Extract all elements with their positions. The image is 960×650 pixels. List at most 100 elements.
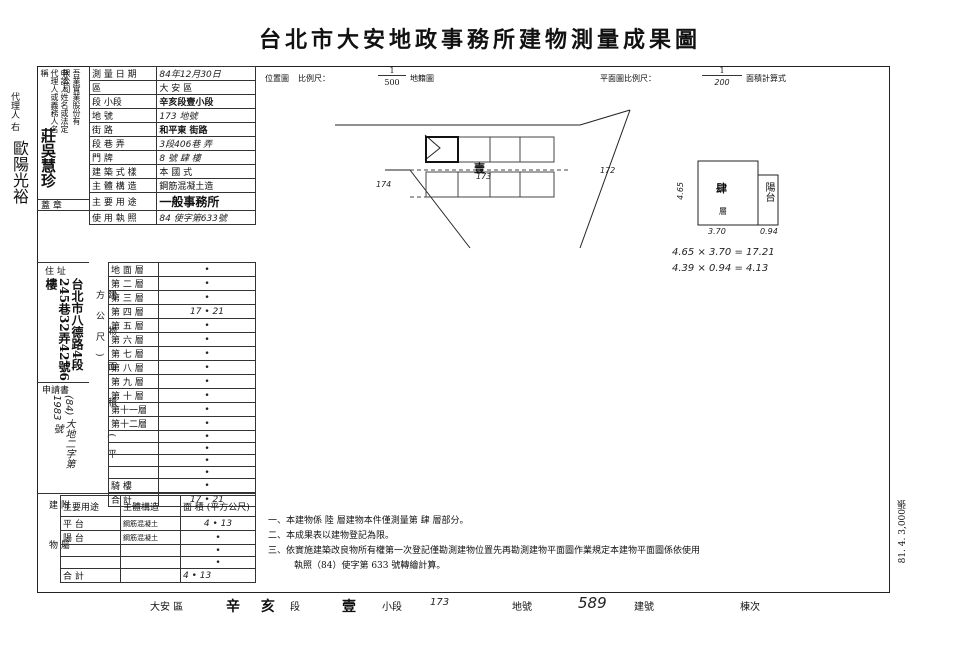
floor-name [108, 442, 159, 455]
plan-scale-label: 平面圖比例尺： [600, 74, 656, 83]
area-calc-line-1: 4.65 × 3.70 = 17.21 [672, 247, 775, 258]
note-4: 執照（84）使字第 633 號轉繪計算。 [294, 561, 446, 571]
bottom-subsection: 壹 [342, 599, 356, 615]
applicant-org: 吾業實業股份有限公司 [62, 69, 81, 125]
floor-area: • [158, 262, 256, 277]
agent-label: 代理人 右 [9, 92, 19, 131]
floor-row: 第 九 層• [108, 374, 256, 389]
floor-area: • [158, 290, 256, 305]
location-scale-label: 比例尺： [298, 74, 330, 83]
applicant-cell: 申請人姓名或法定代理人或義務人名稱 吾業實業股份有限公司 莊吳慧珍 [37, 66, 90, 200]
location-scale-den: 500 [384, 78, 400, 87]
floor-name: 第 九 層 [108, 374, 159, 389]
application-label: 申請書 [42, 386, 70, 396]
floor-area: • [158, 442, 256, 455]
floor-name: 第 四 層 [108, 304, 159, 319]
location-scale-num: 1 [378, 66, 406, 76]
attached-use: 陽 台 [60, 530, 121, 545]
address-value: 台北市八德路4段245巷32弄42號6樓 [44, 278, 84, 381]
floor-name: 第 三 層 [108, 290, 159, 305]
plan-main-sub: 層 [719, 207, 727, 216]
note-2: 二、本成果表以建物登記為限。 [268, 531, 395, 541]
floor-name: 第 八 層 [108, 360, 159, 375]
attached-area: • [180, 530, 256, 545]
bottom-order-label: 棟次 [740, 602, 760, 613]
building-mark: 壹 [474, 162, 485, 175]
floor-row: • [108, 442, 256, 455]
bottom-lot: 173 [430, 597, 450, 608]
floor-name [108, 430, 159, 443]
floor-area: • [158, 346, 256, 361]
floor-row: • [108, 454, 256, 467]
floor-row: • [108, 466, 256, 479]
print-stamp: 81. 4. 3,000張 [898, 500, 908, 564]
structure-label: 主 體 構 造 [88, 178, 158, 193]
lane-value: 3段406巷 弄 [156, 136, 256, 151]
bottom-lot-label: 地號 [512, 602, 532, 613]
floor-area: • [158, 318, 256, 333]
license-value: 84 使字第633號 [156, 210, 256, 225]
agent-name: 歐陽光裕 [10, 140, 29, 204]
floor-name: 第 六 層 [108, 332, 159, 347]
lot-number-mark: 173 [476, 172, 492, 181]
floor-row: 地 面 層• [108, 262, 256, 277]
area-calc-line-2: 4.39 × 0.94 = 4.13 [672, 263, 769, 274]
floor-name: 第 七 層 [108, 346, 159, 361]
floor-row: 第 六 層• [108, 332, 256, 347]
floor-area: • [158, 402, 256, 417]
door-number-value: 8 號 肆 樓 [156, 150, 256, 165]
floor-area: • [158, 360, 256, 375]
notes: 一、本建物係 陸 層建物本件僅測量第 肆 層部分。 二、本成果表以建物登記為限。… [268, 514, 868, 574]
lane-label: 段 巷 弄 [88, 136, 158, 151]
section-label: 段 小段 [88, 94, 158, 109]
attached-structure [120, 544, 181, 557]
floor-row: 第 三 層• [108, 290, 256, 305]
floor-name: 第 二 層 [108, 276, 159, 291]
structure-value: 鋼筋混凝土造 [156, 178, 256, 193]
bottom-section: 辛 亥 [226, 599, 283, 615]
building-type-label: 建 築 式 樣 [88, 164, 158, 179]
floor-area: • [158, 388, 256, 403]
area-calc-label: 面積計算式 [746, 74, 786, 83]
floor-area: • [158, 332, 256, 347]
lot-label: 地 號 [88, 108, 158, 123]
floor-row: 第 八 層• [108, 360, 256, 375]
street-value: 和平東 街路 [156, 122, 256, 137]
floor-name [108, 466, 159, 479]
main-use-value: 一般事務所 [156, 192, 256, 211]
lot-left-mark: 174 [376, 180, 392, 189]
main-use-label: 主 要 用 途 [88, 192, 158, 211]
floor-area: • [158, 478, 256, 493]
floor-row: 騎 樓• [108, 478, 256, 493]
floor-name: 騎 樓 [108, 478, 159, 493]
bottom-district: 大安 區 [150, 602, 184, 613]
survey-form-frame [37, 66, 890, 593]
floor-row: 第十二層• [108, 416, 256, 431]
note-3: 三、依實施建築改良物所有權第一次登記僅勘測建物位置先再勘測建物平面圖作業規定本建… [268, 546, 701, 556]
plan-dim-width: 3.70 [708, 227, 726, 236]
bottom-building-label: 建號 [634, 602, 654, 613]
floor-area: • [158, 276, 256, 291]
building-type-value: 本 國 式 [156, 164, 256, 179]
license-label: 使 用 執 照 [88, 210, 158, 225]
floor-name: 第十二層 [108, 416, 159, 431]
application-value: (84) 大地二字第 1983 號 [51, 395, 74, 469]
attached-area-header: 面 積 (平方公尺) [180, 495, 256, 517]
document-title: 台北市大安地政事務所建物測量成果圖 [258, 27, 701, 53]
lot-value: 173 地號 [156, 108, 256, 123]
attached-use [60, 544, 121, 557]
bottom-subsection-label: 小段 [382, 602, 402, 613]
floor-row: 第 二 層• [108, 276, 256, 291]
floor-row: 第 五 層• [108, 318, 256, 333]
section-value: 辛亥段壹小段 [156, 94, 256, 109]
floor-name: 第十一層 [108, 402, 159, 417]
floor-row: 第十一層• [108, 402, 256, 417]
attached-structure-header: 主體構造 [120, 495, 181, 517]
attached-structure [120, 556, 181, 569]
floor-row: • [108, 430, 256, 443]
floor-area: • [158, 454, 256, 467]
plan-scale-den: 200 [714, 78, 730, 87]
bottom-section-label: 段 [290, 602, 300, 613]
